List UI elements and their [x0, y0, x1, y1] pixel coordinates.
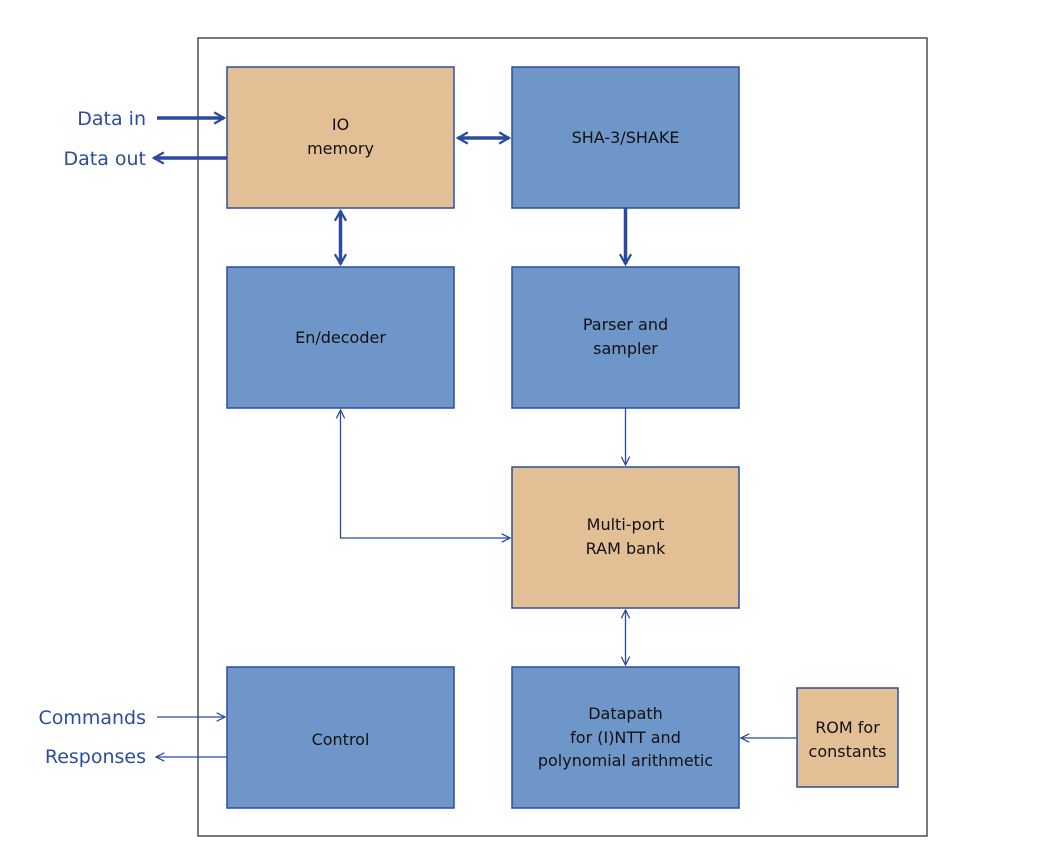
- rom-constants-label-line1: ROM for: [815, 718, 880, 737]
- rom-constants-block: ROM for constants: [796, 687, 899, 788]
- sha3-shake-label: SHA-3/SHAKE: [572, 128, 680, 147]
- responses-label: Responses: [45, 746, 146, 768]
- parser-sampler-label-line1: Parser and: [583, 315, 668, 334]
- commands-label: Commands: [38, 707, 146, 729]
- control-block: Control: [226, 666, 455, 809]
- endecoder-label: En/decoder: [295, 328, 386, 347]
- io-memory-label-line1: IO: [332, 115, 349, 134]
- ram-bank-block: Multi-port RAM bank: [511, 466, 740, 609]
- control-label: Control: [312, 730, 370, 749]
- parser-sampler-label-line2: sampler: [593, 339, 658, 358]
- data-in-label: Data in: [77, 108, 146, 130]
- io-memory-block: IO memory: [226, 66, 455, 209]
- endecoder-ram-bidirectional-arrow: [341, 410, 511, 538]
- ram-bank-label-line2: RAM bank: [586, 539, 666, 558]
- data-out-label: Data out: [63, 148, 146, 170]
- datapath-label-line1: Datapath: [588, 704, 663, 723]
- endecoder-block: En/decoder: [226, 266, 455, 409]
- parser-sampler-block: Parser and sampler: [511, 266, 740, 409]
- datapath-label-line2: for (I)NTT and: [570, 728, 681, 747]
- system-boundary: [197, 37, 928, 837]
- io-memory-label-line2: memory: [307, 139, 374, 158]
- sha3-shake-block: SHA-3/SHAKE: [511, 66, 740, 209]
- datapath-label-line3: polynomial arithmetic: [538, 751, 713, 770]
- datapath-block: Datapath for (I)NTT and polynomial arith…: [511, 666, 740, 809]
- ram-bank-label-line1: Multi-port: [587, 515, 665, 534]
- rom-constants-label-line2: constants: [809, 742, 887, 761]
